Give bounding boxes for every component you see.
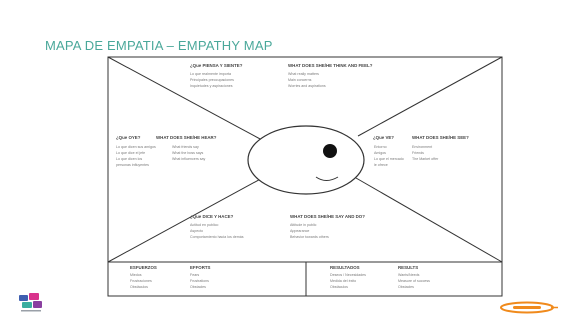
say-item-es: Comportamiento hacia los demás — [190, 235, 244, 239]
think-item-es: Principales preocupaciones — [190, 78, 234, 82]
head-ellipse — [247, 125, 365, 195]
see-item-en: Friends — [412, 151, 424, 155]
efforts-item-en: Obstacles — [190, 285, 206, 289]
hear-item-es: Lo que dicen los — [116, 157, 143, 161]
hear-item-en: What friends say — [172, 145, 199, 149]
see-item-en: The Market offer — [412, 157, 439, 161]
results-heading-en: RESULTS — [398, 265, 419, 270]
results-item-en: Obstacles — [398, 285, 414, 289]
efforts-item-en: Frustrations — [190, 279, 209, 283]
diagonal-bottom-right — [355, 177, 503, 263]
page-title: MAPA DE EMPATIA – EMPATHY MAP — [45, 38, 273, 53]
results-item-es: Medida del éxito — [330, 279, 357, 283]
see-item-es: Entorno — [374, 145, 387, 149]
say-item-es: Aspecto — [190, 229, 203, 233]
think-item-en: Main concerns — [288, 78, 312, 82]
hear-heading-es: ¿Que OYE? — [116, 135, 141, 140]
results-item-en: Measure of success — [398, 279, 430, 283]
organization-logo-icon — [19, 293, 42, 312]
think-item-en: What really matters — [288, 72, 319, 76]
hear-item-en: What the boss says — [172, 151, 204, 155]
think-item-es: Lo que realmente importa — [190, 72, 231, 76]
efforts-item-en: Fears — [190, 273, 200, 277]
see-item-es: Lo que el mercado — [374, 157, 404, 161]
hear-item-es: Lo que dice el jefe — [116, 151, 146, 155]
diagonal-bottom-left — [107, 175, 267, 263]
diagonal-top-right — [357, 56, 503, 137]
say-item-en: Behavior towards others — [290, 235, 329, 239]
efforts-item-es: Frustraciones — [130, 279, 152, 283]
hear-heading-en: WHAT DOES SHE/HE HEAR? — [156, 135, 217, 140]
results-item-es: Obstáculos — [330, 285, 348, 289]
think-heading-en: WHAT DOES SHE/HE THINK AND FEEL? — [288, 63, 373, 68]
efforts-heading-en: EFFORTS — [190, 265, 211, 270]
think-item-es: Inquietudes y aspiraciones — [190, 84, 233, 88]
see-heading-en: WHAT DOES SHE/HE SEE? — [412, 135, 469, 140]
results-item-en: Wants/Needs — [398, 273, 420, 277]
efforts-item-es: Obstáculos — [130, 285, 148, 289]
see-item-es: Amigos — [374, 151, 386, 155]
say-item-en: Appearance — [290, 229, 310, 233]
diagonal-top-left — [107, 56, 263, 141]
hear-item-en: What influencers say — [172, 157, 206, 161]
see-heading-es: ¿Que VE? — [373, 135, 394, 140]
hear-item-es: Lo que dicen sus amigos — [116, 145, 156, 149]
results-heading-es: RESULTADOS — [330, 265, 360, 270]
see-item-es: le ofrece — [374, 163, 388, 167]
think-item-en: Worries and aspirations — [288, 84, 326, 88]
hear-item-es: personas influyentes — [116, 163, 149, 167]
think-heading-es: ¿Que PIENSA Y SIENTE? — [190, 63, 243, 68]
say-heading-en: WHAT DOES SHE/HE SAY AND DO? — [290, 214, 365, 219]
eye — [323, 144, 337, 158]
efforts-item-es: Miedos — [130, 273, 142, 277]
see-item-en: Environment — [412, 145, 433, 149]
say-heading-es: ¿Que DICE Y HACE? — [190, 214, 234, 219]
mouth — [315, 176, 339, 181]
brand-logo-icon — [500, 301, 558, 314]
say-item-en: Attitude in public — [290, 223, 317, 227]
say-item-es: Actitud en publico — [190, 223, 219, 227]
results-item-es: Deseos / Necesidades — [330, 273, 366, 277]
efforts-heading-es: ESFUERZOS — [130, 265, 157, 270]
